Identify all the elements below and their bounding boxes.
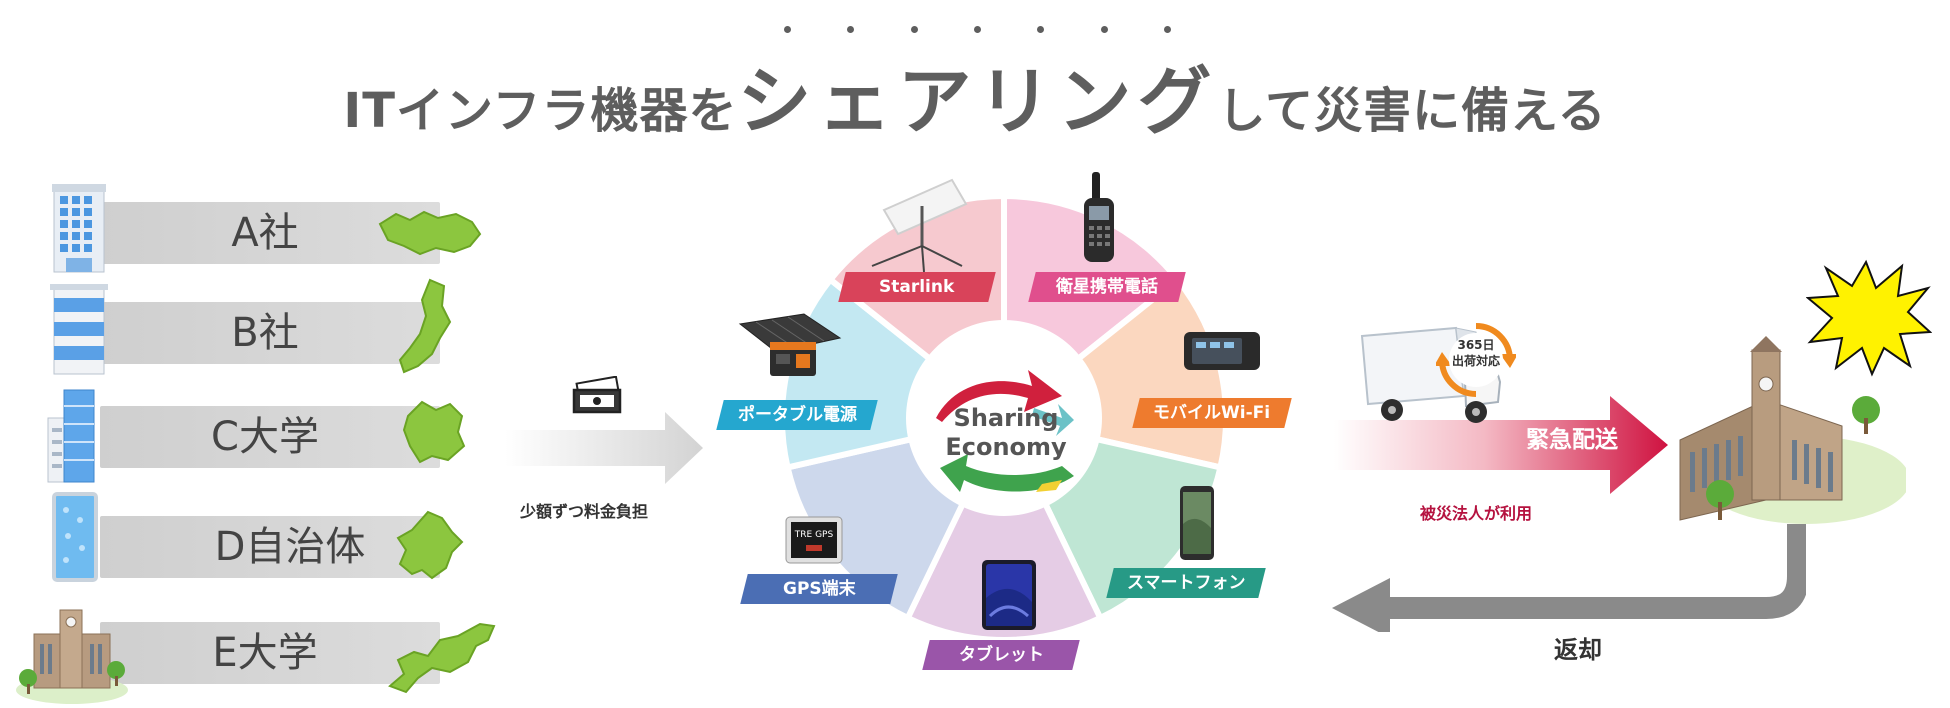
refresh-cycle-icon (1436, 323, 1516, 397)
gps-screen-text: TRE GPS (794, 530, 834, 540)
disaster-explosion-icon (1806, 259, 1932, 377)
org-label-d: D自治体 (214, 524, 366, 570)
university-building-icon (16, 609, 128, 704)
sharing-economy-label: Sharing Economy (914, 404, 1098, 462)
center-line1: Sharing (953, 404, 1059, 432)
org-label-e: E大学 (212, 630, 318, 676)
starlink-dish-icon (871, 178, 968, 273)
tag-satellite-phone-label: 衛星携帯電話 (1056, 277, 1158, 297)
tag-starlink-label: Starlink (879, 277, 955, 297)
gps-device-icon: TRE GPS (785, 516, 843, 564)
portable-power-station-icon (738, 313, 842, 376)
tag-mobile-wifi: モバイルWi-Fi (1132, 398, 1292, 428)
service-badge: 365日 出荷対応 (1450, 337, 1502, 369)
map-region-e-icon (388, 622, 496, 694)
map-region-a-icon (378, 210, 482, 256)
tag-starlink: Starlink (838, 272, 996, 302)
return-arrow (1332, 524, 1806, 632)
center-line2: Economy (945, 433, 1067, 461)
office-building-icon (52, 184, 106, 273)
badge-line2: 出荷対応 (1451, 354, 1500, 368)
office-building-icon (50, 284, 108, 375)
office-tower-icon (47, 389, 95, 483)
tag-smartphone: スマートフォン (1106, 568, 1266, 598)
mobile-wifi-router-icon (1184, 332, 1260, 370)
tag-tablet-label: タブレット (958, 645, 1044, 665)
satellite-phone-icon (1084, 172, 1114, 262)
emphasis-dots (738, 26, 1218, 33)
map-region-d-icon (396, 510, 464, 580)
org-bar-d (100, 516, 440, 578)
tag-gps: GPS端末 (740, 574, 898, 604)
tag-portable-power-label: ポータブル電源 (737, 405, 857, 425)
map-region-c-icon (402, 400, 466, 464)
org-bar-b (100, 302, 440, 364)
org-bar-e (100, 622, 440, 684)
tag-portable-power: ポータブル電源 (716, 400, 878, 430)
affected-caption: 被災法人が利用 (1420, 504, 1533, 523)
tag-satellite-phone: 衛星携帯電話 (1028, 272, 1186, 302)
org-label-b: B社 (231, 310, 299, 356)
org-label-c: C大学 (211, 414, 319, 460)
delivery-arrow-label: 緊急配送 (1526, 427, 1618, 453)
affected-university-icon (1679, 336, 1906, 524)
payment-arrow (505, 412, 703, 484)
smartphone-icon (1180, 486, 1214, 560)
return-label: 返却 (1554, 636, 1602, 664)
tag-smartphone-label: スマートフォン (1126, 573, 1246, 593)
page-title: ITインフラ機器をシェアリングして災害に備える (0, 26, 1950, 149)
map-region-b-icon (398, 278, 452, 374)
tablet-icon (982, 560, 1036, 630)
title-emphasis: シェアリング (737, 26, 1218, 149)
glass-building-icon (52, 492, 98, 582)
title-emphasis-text: シェアリング (737, 59, 1218, 145)
badge-line1: 365日 (1457, 338, 1495, 352)
tag-gps-label: GPS端末 (782, 579, 856, 599)
tag-tablet: タブレット (922, 640, 1080, 670)
org-label-a: A社 (231, 210, 299, 256)
money-bills-icon (572, 376, 622, 414)
delivery-arrow (1334, 396, 1668, 494)
org-bar-a (100, 202, 440, 264)
title-part1: ITインフラ機器を (343, 83, 738, 139)
title-part2: して災害に備える (1217, 83, 1607, 139)
tag-mobile-wifi-label: モバイルWi-Fi (1153, 403, 1271, 423)
org-bar-c (100, 406, 440, 468)
payment-label: 少額ずつ料金負担 (520, 502, 649, 521)
cycle-arrows-icon (936, 370, 1074, 492)
